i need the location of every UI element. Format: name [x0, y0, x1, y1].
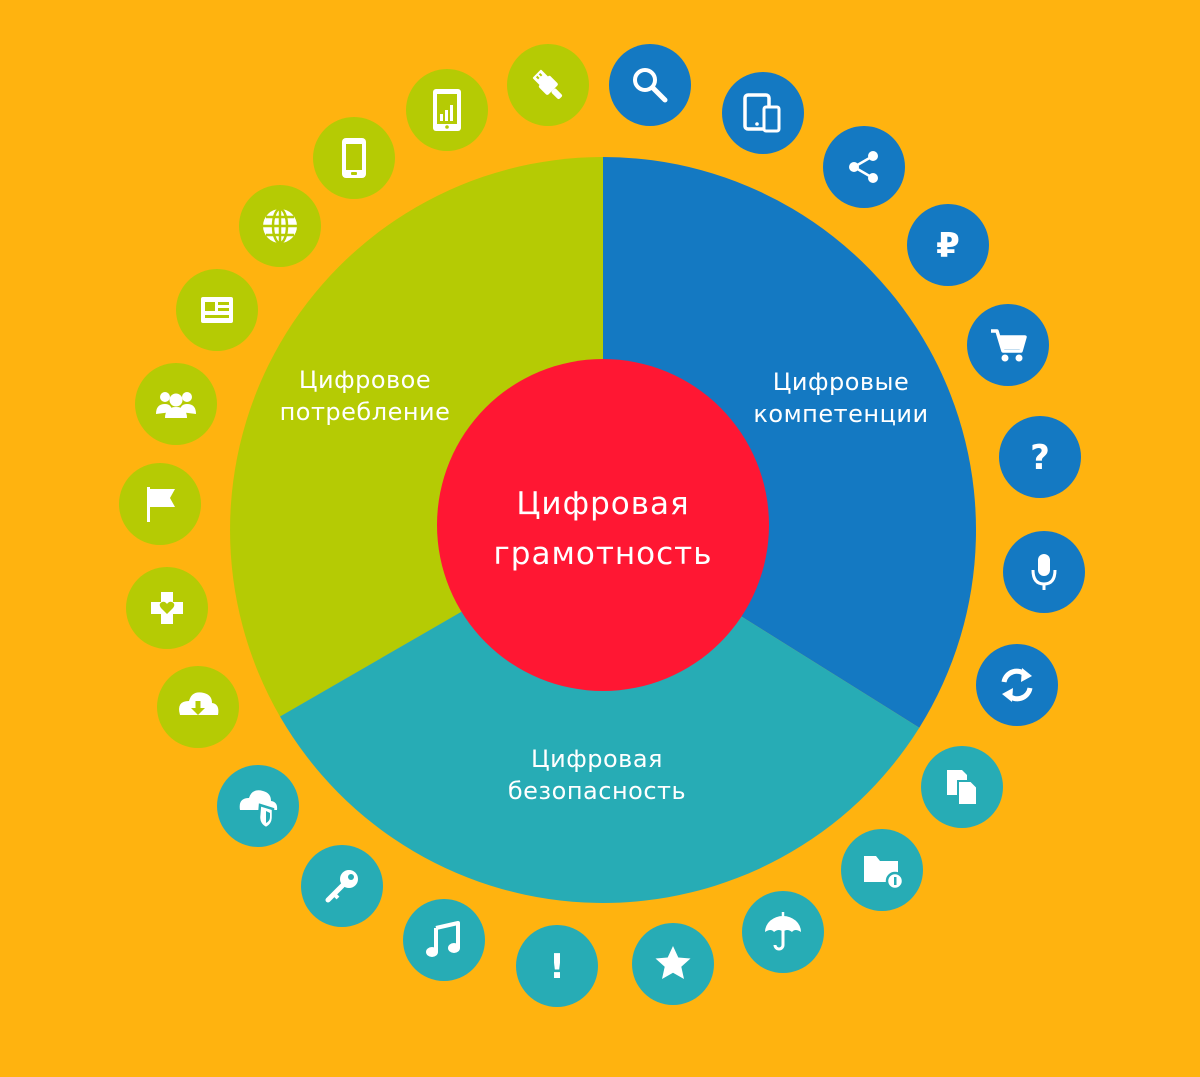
sector-competence-label-line1: Цифровые: [773, 368, 910, 396]
cloud-download-icon: [157, 666, 239, 748]
search-icon: [609, 44, 691, 126]
devices-icon: [722, 72, 804, 154]
umbrella-icon: [742, 891, 824, 973]
sectors: [230, 157, 977, 903]
sector-safety-label-line2: безопасность: [508, 777, 686, 805]
center-title-line1: Цифровая: [516, 486, 689, 522]
copy-icon: [921, 746, 1003, 828]
sector-consumption-label-line1: Цифровое: [299, 366, 431, 394]
center-circle: [437, 359, 769, 691]
cloud-shield-icon: [217, 765, 299, 847]
people-icon: [135, 363, 217, 445]
flag-icon: [119, 463, 201, 545]
ruble-icon: ₽: [907, 204, 989, 286]
question-icon: ?: [999, 416, 1081, 498]
ruble-glyph: ₽: [936, 226, 960, 266]
key-icon: [301, 845, 383, 927]
share-icon: [823, 126, 905, 208]
sync-icon: [976, 644, 1058, 726]
sector-safety: [280, 530, 920, 903]
alert-icon: !: [516, 925, 598, 1007]
sector-competence-label-line2: компетенции: [753, 400, 928, 428]
usb-icon: [507, 44, 589, 126]
folder-info-icon: [841, 829, 923, 911]
music-icon: [403, 899, 485, 981]
sector-consumption-label-line2: потребление: [280, 398, 451, 426]
sector-safety-label-line1: Цифровая: [531, 745, 663, 773]
icon-ring: ₽?!: [119, 44, 1085, 1007]
star-icon: [632, 923, 714, 1005]
tablet-signal-icon: [406, 69, 488, 151]
health-icon: [126, 567, 208, 649]
smartphone-icon: [313, 117, 395, 199]
cart-icon: [967, 304, 1049, 386]
microphone-icon: [1003, 531, 1085, 613]
news-icon: [176, 269, 258, 351]
globe-icon: [239, 185, 321, 267]
center-title-line2: грамотность: [494, 536, 713, 572]
alert-glyph: !: [549, 947, 565, 987]
question-glyph: ?: [1030, 438, 1050, 478]
